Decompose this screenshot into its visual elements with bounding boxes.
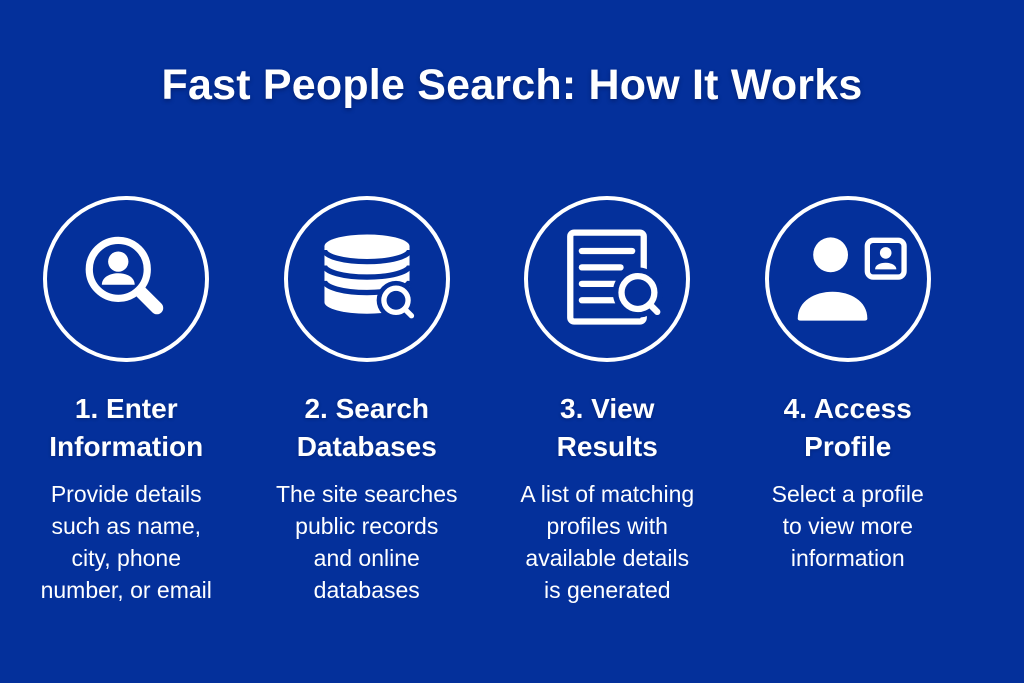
profile-card-icon bbox=[797, 237, 907, 321]
step-enter-information: 1. Enter Information Provide details suc… bbox=[6, 195, 247, 606]
page-title: Fast People Search: How It Works bbox=[161, 61, 863, 109]
step-2-description: The site searches public records and onl… bbox=[275, 480, 458, 603]
step-search-databases: 2. Search Databases The site searches pu… bbox=[247, 195, 488, 606]
step-4-circle bbox=[764, 195, 931, 362]
step-3-title: 3. View Results bbox=[556, 392, 658, 462]
step-1-description: Provide details such as name, city, phon… bbox=[40, 480, 212, 603]
step-access-profile: 4. Access Profile Select a profile to vi… bbox=[728, 195, 969, 606]
step-1-circle bbox=[43, 195, 210, 362]
step-2-title: 2. Search Databases bbox=[296, 392, 437, 462]
steps-row: 1. Enter Information Provide details suc… bbox=[0, 195, 1024, 606]
step-4-title: 4. Access Profile bbox=[783, 392, 912, 462]
step-2-circle bbox=[283, 195, 450, 362]
document-search-icon bbox=[567, 229, 664, 325]
step-3-circle bbox=[524, 195, 691, 362]
step-view-results: 3. View Results A list of matching profi… bbox=[487, 195, 728, 606]
step-4-description: Select a profile to view more informatio… bbox=[771, 480, 924, 571]
step-1-title: 1. Enter Information bbox=[49, 392, 204, 462]
step-3-description: A list of matching profiles with availab… bbox=[520, 480, 695, 603]
database-search-icon bbox=[321, 234, 416, 320]
person-search-icon bbox=[85, 236, 164, 314]
